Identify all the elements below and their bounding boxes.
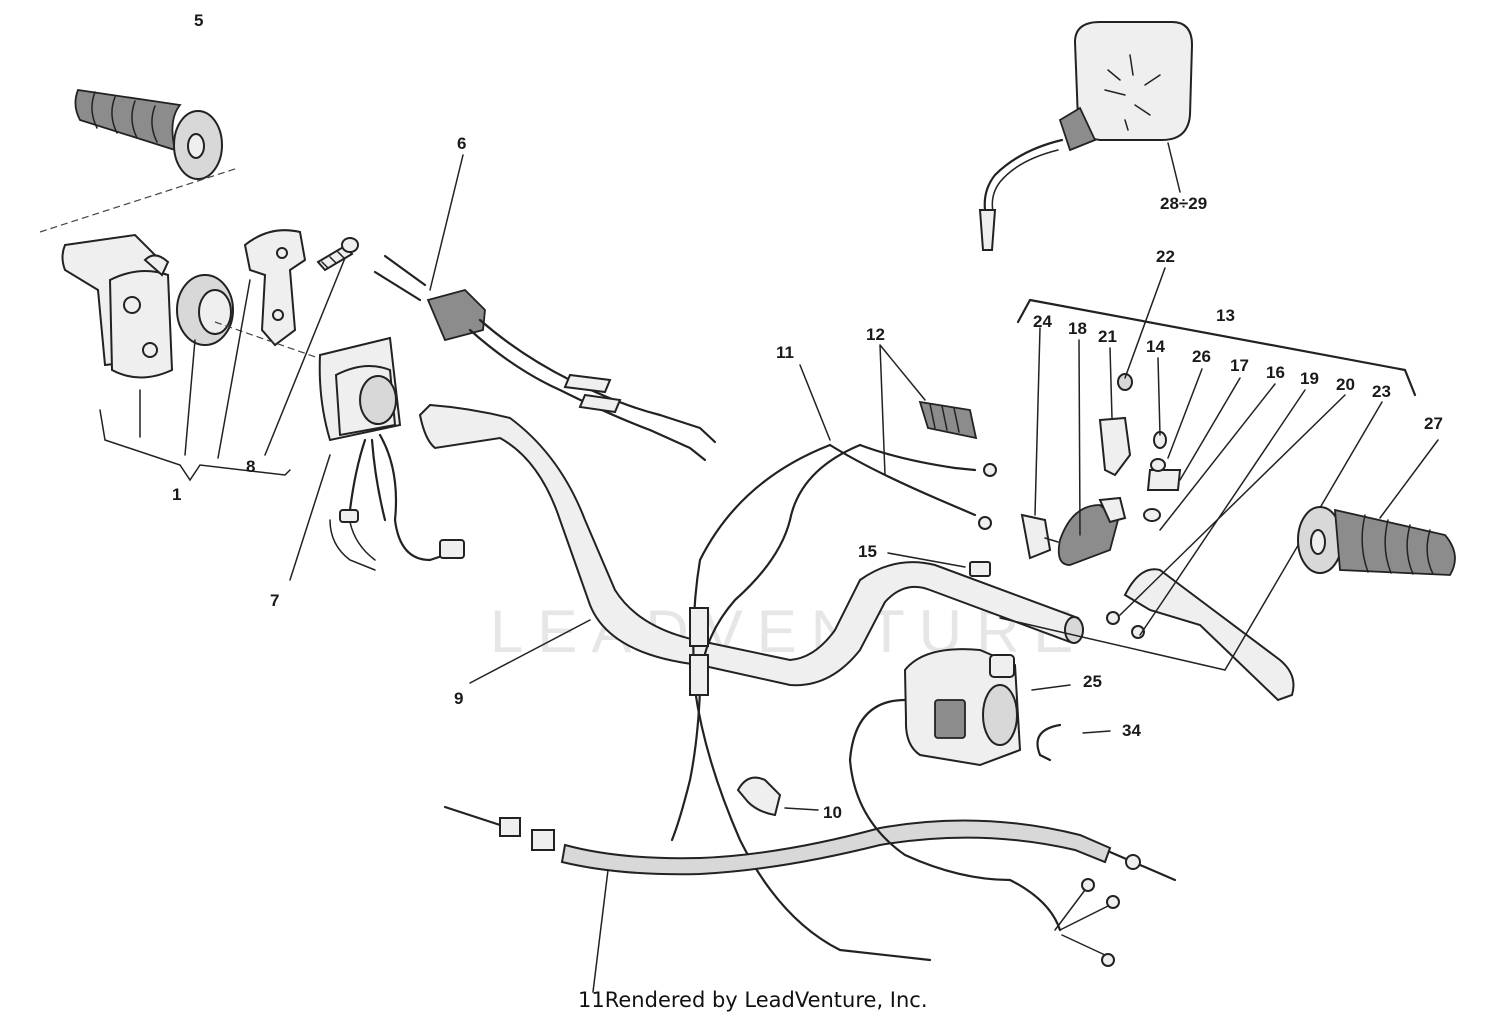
right-switch[interactable]	[848, 648, 1120, 967]
label-7: 7	[270, 591, 279, 610]
cable-clip[interactable]	[736, 776, 782, 817]
callout-labels: 5 1 8 7 6 9 11 12 10 15 25 34 24 18 21 2…	[172, 11, 1443, 822]
label-18: 18	[1068, 319, 1087, 338]
label-6: 6	[457, 134, 466, 153]
render-credit: 11Rendered by LeadVenture, Inc.	[578, 988, 928, 1012]
label-17: 17	[1230, 356, 1249, 375]
mirror[interactable]	[978, 21, 1194, 251]
label-8: 8	[246, 457, 255, 476]
label-23: 23	[1372, 382, 1391, 401]
label-20: 20	[1336, 375, 1355, 394]
cable-boot[interactable]	[918, 400, 978, 440]
clutch-lever-assembly[interactable]	[1020, 373, 1295, 702]
label-22: 22	[1156, 247, 1175, 266]
label-26: 26	[1192, 347, 1211, 366]
label-25: 25	[1083, 672, 1102, 691]
switch-connector[interactable]	[969, 561, 991, 577]
credit-prefix: 11	[578, 988, 605, 1012]
credit-text: Rendered by LeadVenture, Inc.	[604, 988, 928, 1012]
label-27: 27	[1424, 414, 1443, 433]
label-10: 10	[823, 803, 842, 822]
left-switch[interactable]	[318, 336, 465, 571]
label-9: 9	[454, 689, 463, 708]
label-19: 19	[1300, 369, 1319, 388]
label-24: 24	[1033, 312, 1052, 331]
label-12: 12	[866, 325, 885, 344]
throttle-housing[interactable]	[61, 229, 307, 379]
label-34: 34	[1122, 721, 1141, 740]
clutch-cable[interactable]	[670, 443, 997, 962]
lower-cable[interactable]	[443, 805, 1177, 882]
label-15: 15	[858, 542, 877, 561]
label-14: 14	[1146, 337, 1165, 356]
label-16: 16	[1266, 363, 1285, 382]
label-21: 21	[1098, 327, 1117, 346]
right-grip[interactable]	[1297, 506, 1456, 576]
screw[interactable]	[316, 237, 359, 272]
retaining-ring[interactable]	[1036, 723, 1062, 762]
label-28-29: 28÷29	[1160, 194, 1207, 213]
label-11: 11	[776, 343, 794, 362]
label-1: 1	[172, 485, 181, 504]
throttle-cable[interactable]	[373, 254, 717, 462]
label-13: 13	[1216, 306, 1235, 325]
label-5: 5	[194, 11, 203, 30]
left-grip[interactable]	[74, 89, 223, 180]
